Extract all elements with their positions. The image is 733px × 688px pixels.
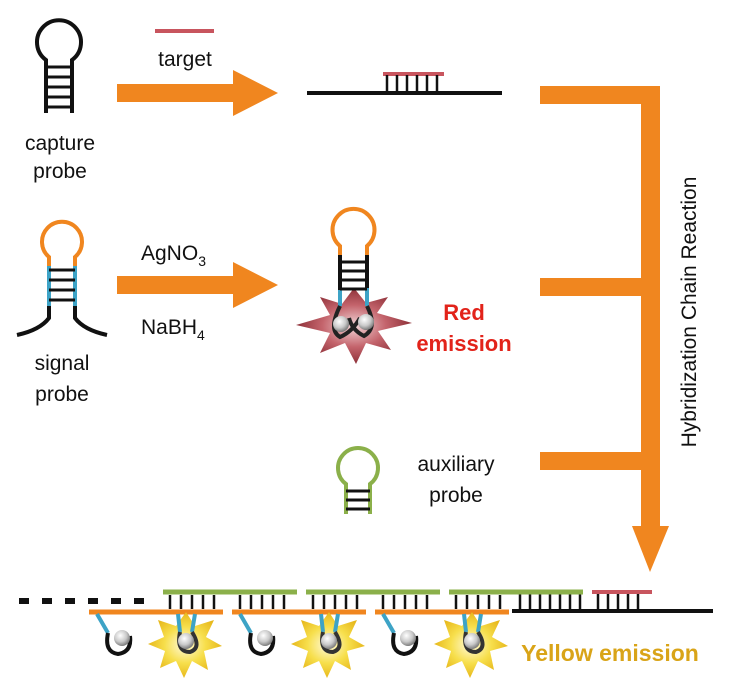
capture-probe-label-line2: probe	[33, 160, 87, 183]
capture-probe-hairpin	[35, 18, 83, 113]
yellow-emission-label: Yellow emission	[521, 640, 699, 666]
silver-nanocluster-icon	[321, 633, 337, 649]
capture-probe-label-line1: capture	[25, 132, 95, 155]
cluster-unit-3	[238, 612, 276, 657]
silver-nanocluster-icon	[358, 314, 374, 330]
target-label: target	[158, 48, 212, 71]
hcr-bracket-arrow	[540, 86, 669, 572]
silver-nanocluster-icon	[178, 633, 194, 649]
reagent-nabh4: NaBH4	[141, 316, 205, 343]
capture-target-duplex	[307, 72, 502, 95]
silver-nanocluster-icon	[333, 316, 349, 332]
auxiliary-probe-hairpin	[336, 446, 380, 514]
silver-nanocluster-icon	[464, 633, 480, 649]
silver-nanocluster-icon	[400, 630, 416, 646]
signal-probe-label-line2: probe	[35, 383, 89, 406]
auxiliary-probe-label-line1: auxiliary	[417, 453, 495, 476]
auxiliary-probe-label-line2: probe	[429, 484, 483, 507]
silver-nanocluster-icon	[114, 630, 130, 646]
red-emission-label-line1: Red	[443, 300, 485, 325]
cluster-unit-5	[381, 612, 419, 657]
signal-probe-hairpin	[16, 219, 108, 337]
hcr-label: Hybridization Chain Reaction	[678, 177, 701, 448]
signal-probe-label-line1: signal	[35, 352, 90, 375]
silver-nanocluster-icon	[257, 630, 273, 646]
arrow-signal-synthesis	[117, 262, 278, 308]
hcr-product	[19, 589, 713, 678]
continuation-dots	[19, 598, 144, 604]
red-emission-label-line2: emission	[416, 331, 511, 356]
reagent-agno3: AgNO3	[141, 242, 206, 269]
arrow-capture-to-complex	[117, 70, 278, 116]
cluster-unit-1	[95, 612, 133, 657]
